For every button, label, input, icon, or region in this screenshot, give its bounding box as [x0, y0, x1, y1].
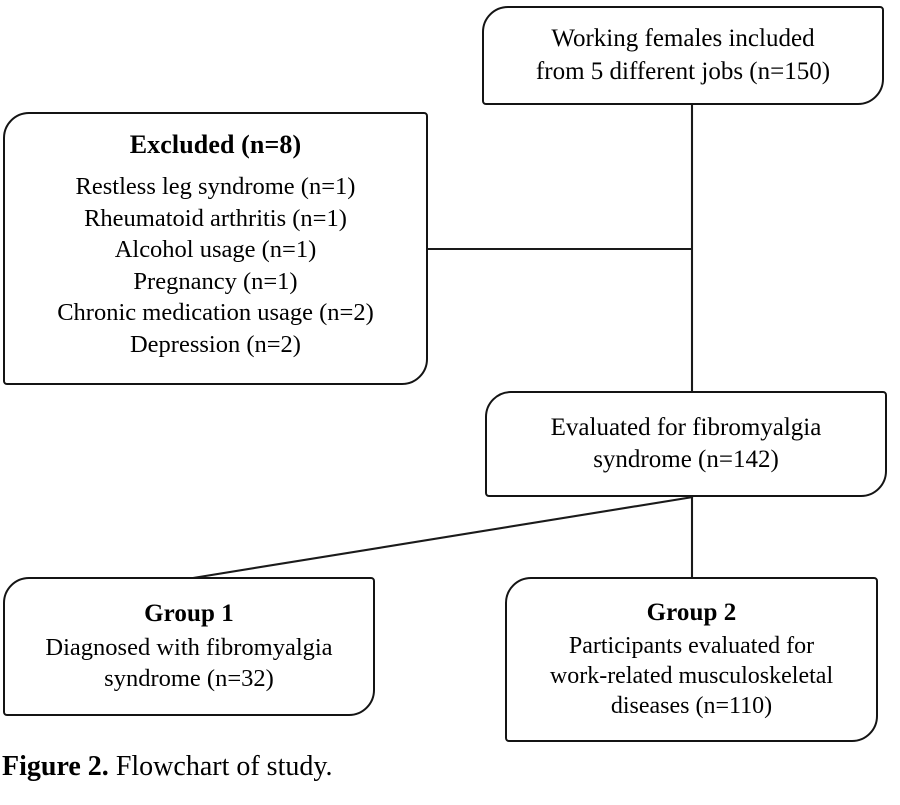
node-group-1-title: Group 1 — [144, 599, 234, 627]
node-excluded-item: Depression (n=2) — [129, 330, 301, 358]
node-excluded-title: Excluded (n=8) — [129, 130, 302, 159]
node-excluded-item: Rheumatoid arthritis (n=1) — [84, 204, 347, 232]
node-group-2-body: Participants evaluated for work-related … — [550, 631, 833, 721]
connector-evaluated-to-group1 — [192, 495, 694, 580]
node-group-1-body: Diagnosed with fibromyalgia syndrome (n=… — [45, 633, 332, 695]
figure-caption-body: Flowchart of study. — [115, 751, 333, 782]
node-excluded: Excluded (n=8) Restless leg syndrome (n=… — [3, 112, 428, 385]
node-included-line-1: Working females included — [551, 25, 815, 52]
node-excluded-item: Chronic medication usage (n=2) — [57, 299, 374, 327]
node-group-1: Group 1 Diagnosed with fibromyalgia synd… — [3, 577, 375, 716]
figure-caption: Figure 2. Flowchart of study. — [2, 751, 898, 783]
node-group-1-line-2: syndrome (n=32) — [104, 664, 274, 692]
node-evaluated-for-fibromyalgia: Evaluated for fibromyalgia syndrome (n=1… — [485, 391, 887, 497]
node-working-females-included: Working females included from 5 differen… — [482, 6, 884, 105]
node-group-2: Group 2 Participants evaluated for work-… — [505, 577, 878, 742]
node-group-2-title: Group 2 — [646, 599, 737, 626]
node-excluded-item: Pregnancy (n=1) — [133, 267, 298, 295]
node-group-1-line-1: Diagnosed with fibromyalgia — [45, 633, 333, 661]
node-group-2-line-1: Participants evaluated for — [568, 633, 815, 659]
node-excluded-item: Restless leg syndrome (n=1) — [75, 173, 356, 201]
node-evaluated-line-1: Evaluated for fibromyalgia — [550, 414, 822, 441]
node-included-body: Working females included from 5 differen… — [536, 23, 830, 88]
node-excluded-item: Alcohol usage (n=1) — [114, 236, 317, 264]
node-evaluated-body: Evaluated for fibromyalgia syndrome (n=1… — [551, 412, 822, 476]
node-group-2-line-2: work-related musculoskeletal — [549, 663, 834, 689]
node-included-line-2: from 5 different jobs (n=150) — [535, 57, 831, 85]
figure-caption-label: Figure 2. — [2, 751, 109, 782]
figure-caption-text — [109, 751, 116, 782]
node-group-2-line-3: diseases (n=110) — [610, 693, 773, 719]
node-excluded-list: Restless leg syndrome (n=1) Rheumatoid a… — [57, 171, 374, 360]
node-evaluated-line-2: syndrome (n=142) — [593, 446, 779, 473]
